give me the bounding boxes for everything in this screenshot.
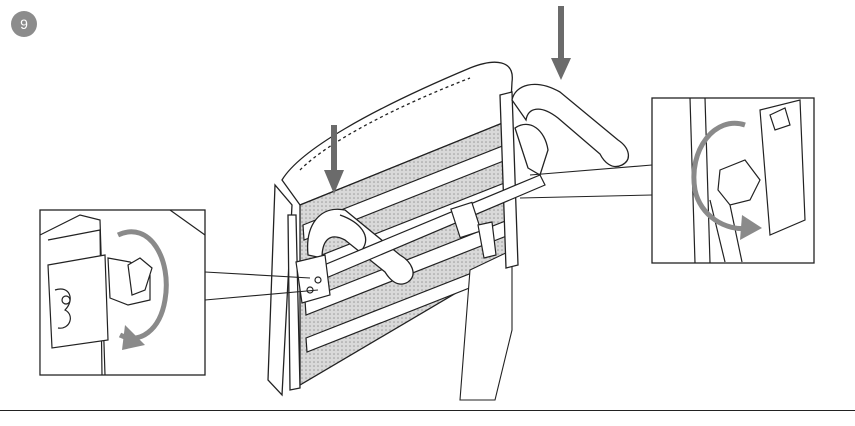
left-height-clamp <box>295 254 331 304</box>
left-detail-inset <box>39 209 206 376</box>
callout-lines <box>204 164 653 301</box>
left-push-handle <box>307 208 414 285</box>
bottom-rule <box>0 410 855 411</box>
press-arrow-left <box>324 125 344 194</box>
press-arrow-right <box>551 6 571 80</box>
backrest-cushion <box>267 61 513 397</box>
rotate-arrow-left <box>116 229 169 350</box>
backrest-frame <box>287 91 519 391</box>
right-detail-inset <box>651 97 815 264</box>
rotate-arrow-right <box>691 120 762 240</box>
folding-cross-brace <box>299 174 546 288</box>
step-number-badge: 9 <box>11 11 37 37</box>
right-push-handle <box>511 83 629 176</box>
